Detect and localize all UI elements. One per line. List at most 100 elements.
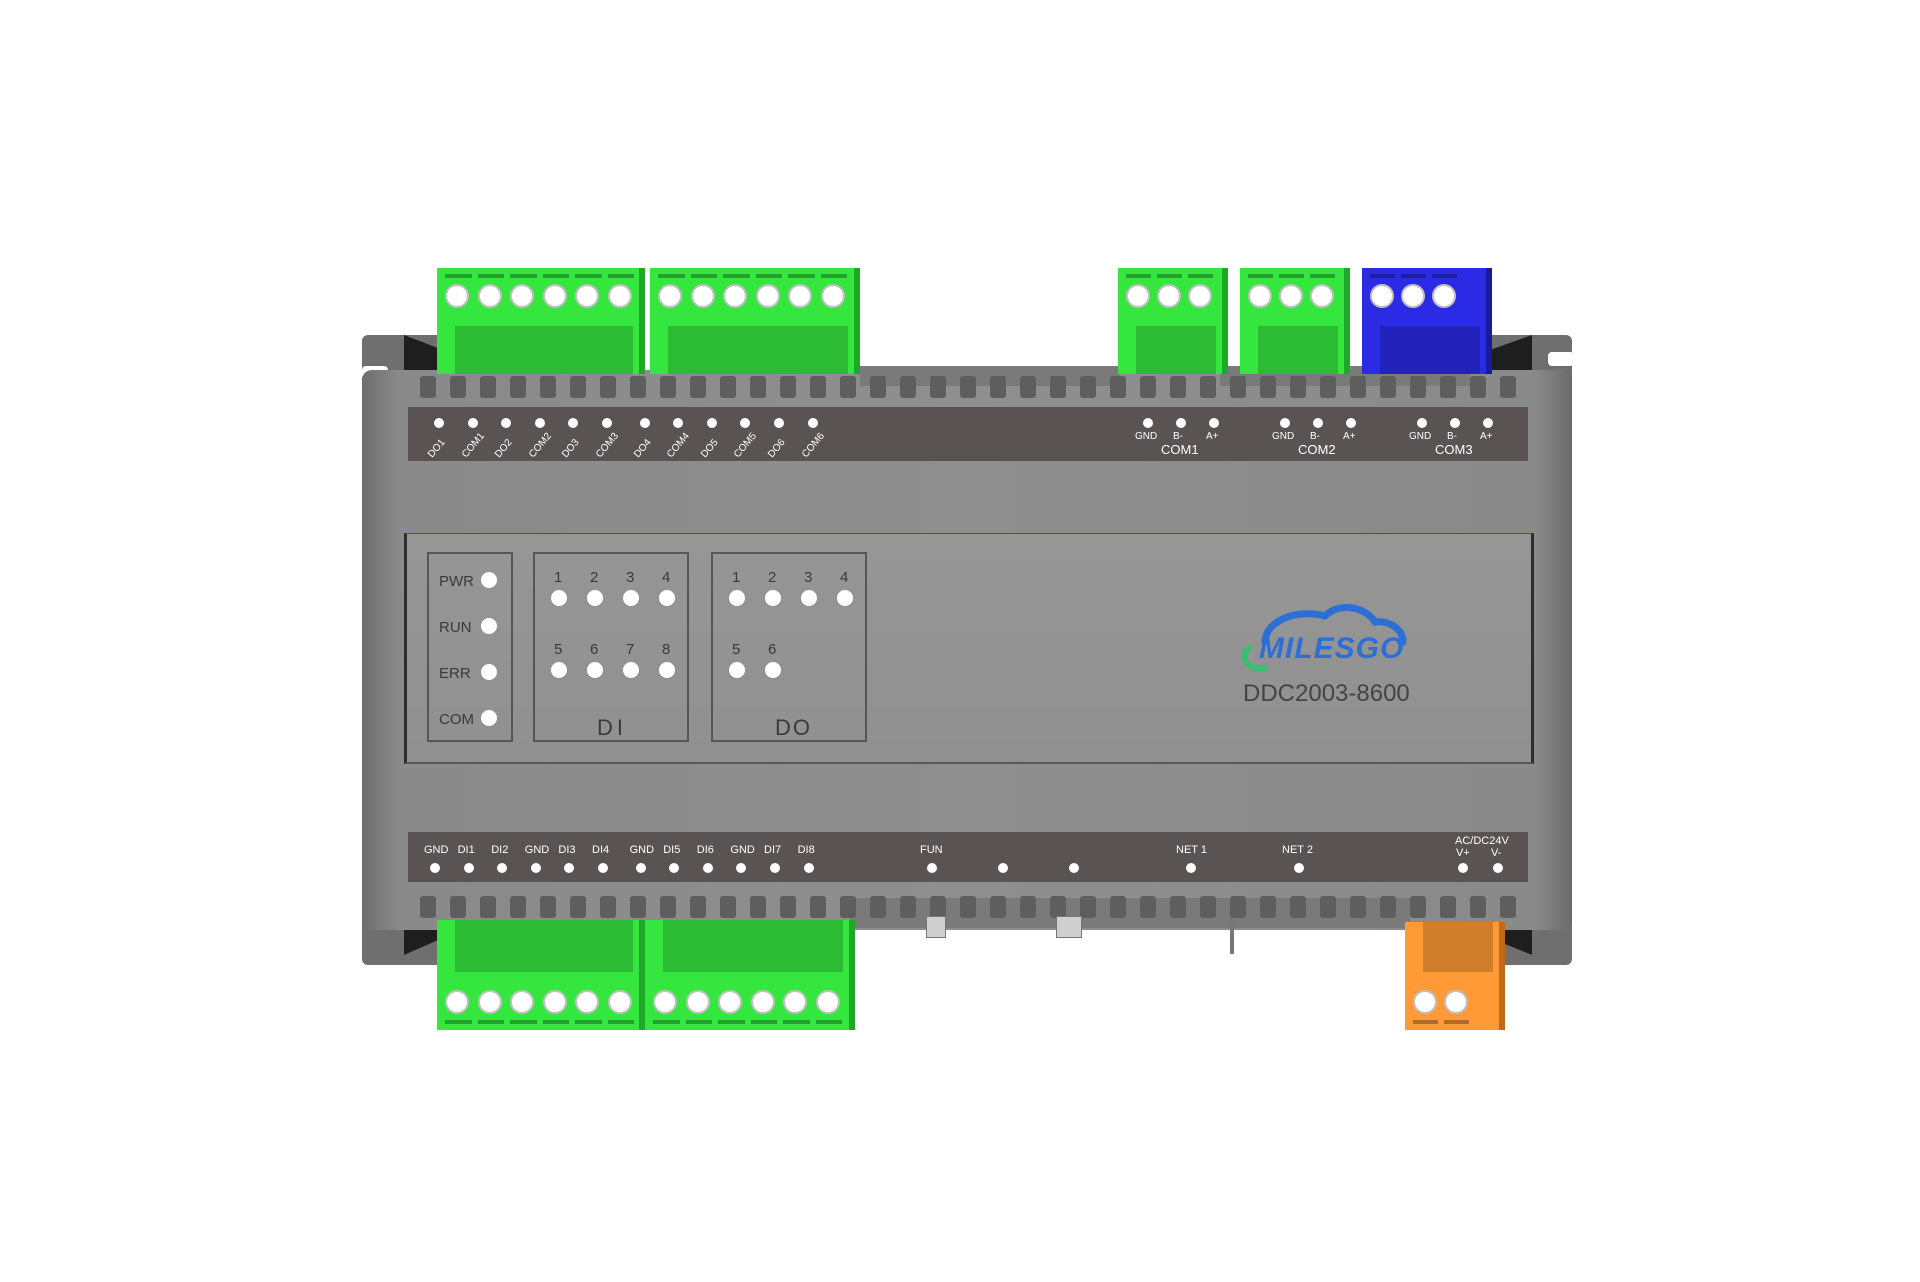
rail-tooth (1140, 896, 1156, 918)
pwr-led (481, 572, 497, 588)
terminal-slot (653, 1020, 680, 1024)
screw-hole (445, 990, 469, 1014)
com-port-name: COM2 (1298, 442, 1336, 457)
do-terminal-pin (673, 418, 684, 428)
do-led-number: 1 (732, 569, 741, 586)
rail-tooth (1500, 896, 1516, 918)
net2-pin (1294, 863, 1304, 873)
rail-tooth (930, 896, 946, 918)
rail-tooth (960, 896, 976, 918)
rail-tooth (870, 896, 886, 918)
rail-tooth (1500, 376, 1516, 398)
di-terminal-pin (669, 863, 680, 873)
terminal-slot (510, 274, 537, 278)
err-led (481, 664, 497, 680)
screw-hole (658, 284, 682, 308)
terminal-slot (1413, 1020, 1438, 1024)
terminal-slot (1248, 274, 1273, 278)
power-pin-label-vminus: V- (1491, 847, 1502, 859)
screw-hole (1188, 284, 1212, 308)
screw-hole (1401, 284, 1425, 308)
rail-tooth (1410, 896, 1426, 918)
do-terminal-label: DO6 (766, 437, 788, 461)
di-title: DI (597, 715, 627, 740)
terminal-slot (723, 274, 750, 278)
screw-hole (750, 990, 775, 1014)
rail-tooth (720, 376, 736, 398)
di-terminal-label: GND (524, 844, 550, 856)
rail-tooth (1410, 376, 1426, 398)
terminal-slot (1401, 274, 1426, 278)
di-led (587, 590, 603, 606)
com-terminal-pin (1483, 418, 1493, 428)
screw-hole (575, 284, 599, 308)
terminal-side (849, 920, 855, 1030)
brand-logo-text: MILESGO (1259, 632, 1405, 665)
rail-tooth (510, 896, 526, 918)
screw-hole (1432, 284, 1456, 308)
terminal-slot (1370, 274, 1395, 278)
di-terminal-label: DI1 (457, 844, 475, 856)
do-terminal-pin (740, 418, 751, 428)
rail-tooth (810, 896, 826, 918)
rail-tooth (660, 896, 676, 918)
terminal-slot (477, 1020, 504, 1024)
com-pin-label: B- (1310, 431, 1320, 442)
do-terminal-label: DO5 (698, 437, 721, 461)
rail-tooth (630, 376, 646, 398)
rail-tooth (780, 376, 796, 398)
model-number: DDC2003-8600 (1243, 680, 1410, 707)
rail-tooth (690, 376, 706, 398)
di-terminal-label: DI5 (663, 844, 681, 856)
terminal-block (650, 268, 860, 374)
fun-pin-2 (998, 863, 1008, 873)
rail-tooth (780, 896, 796, 918)
com-pin-label: GND (1272, 431, 1295, 442)
rail-tooth (1230, 896, 1246, 918)
com-pin-label: B- (1447, 431, 1457, 442)
rail-tooth (1260, 376, 1276, 398)
do-terminal-label: COM3 (594, 430, 622, 461)
di-terminal-label: GND (730, 844, 755, 856)
terminal-slot (1188, 274, 1213, 278)
screw-hole (477, 284, 502, 308)
rail-tooth (1230, 376, 1246, 398)
screw-hole (542, 284, 567, 308)
di-led-number: 6 (590, 641, 599, 658)
di-led-number: 2 (590, 569, 599, 586)
rail-tooth (1080, 376, 1096, 398)
com-pin-label: GND (1135, 431, 1158, 442)
rail-tooth (1290, 896, 1306, 918)
di-led-number: 3 (626, 569, 635, 586)
din-rail-clip (1230, 918, 1234, 954)
rail-tooth (480, 376, 496, 398)
terminal-block (645, 920, 855, 1030)
do-led (765, 662, 781, 678)
rail-tooth (1440, 896, 1456, 918)
terminal-slot (575, 1020, 602, 1024)
rail-tooth (420, 896, 436, 918)
rail-tooth (510, 376, 526, 398)
rail-tooth (960, 376, 976, 398)
screw-hole (575, 990, 599, 1014)
do-led-number: 5 (732, 641, 741, 658)
status-label-pwr: PWR (439, 573, 474, 590)
screw-hole (607, 284, 632, 308)
rail-tooth (1200, 376, 1216, 398)
di-led-number: 8 (662, 641, 671, 658)
com-terminal-pin (1176, 418, 1186, 428)
di-led-number: 4 (662, 569, 671, 586)
do-terminal-label: DO1 (426, 437, 448, 461)
com-pin-label: A+ (1343, 431, 1356, 442)
terminal-plug-shade (1423, 922, 1493, 972)
di-terminal-pin (463, 863, 474, 873)
rail-tooth (1260, 896, 1276, 918)
com-led (481, 710, 497, 726)
terminal-slot (445, 274, 472, 278)
com-terminal-pin (1450, 418, 1460, 428)
rail-tooth (1140, 376, 1156, 398)
di-led (551, 590, 567, 606)
di-led-number: 7 (626, 641, 635, 658)
